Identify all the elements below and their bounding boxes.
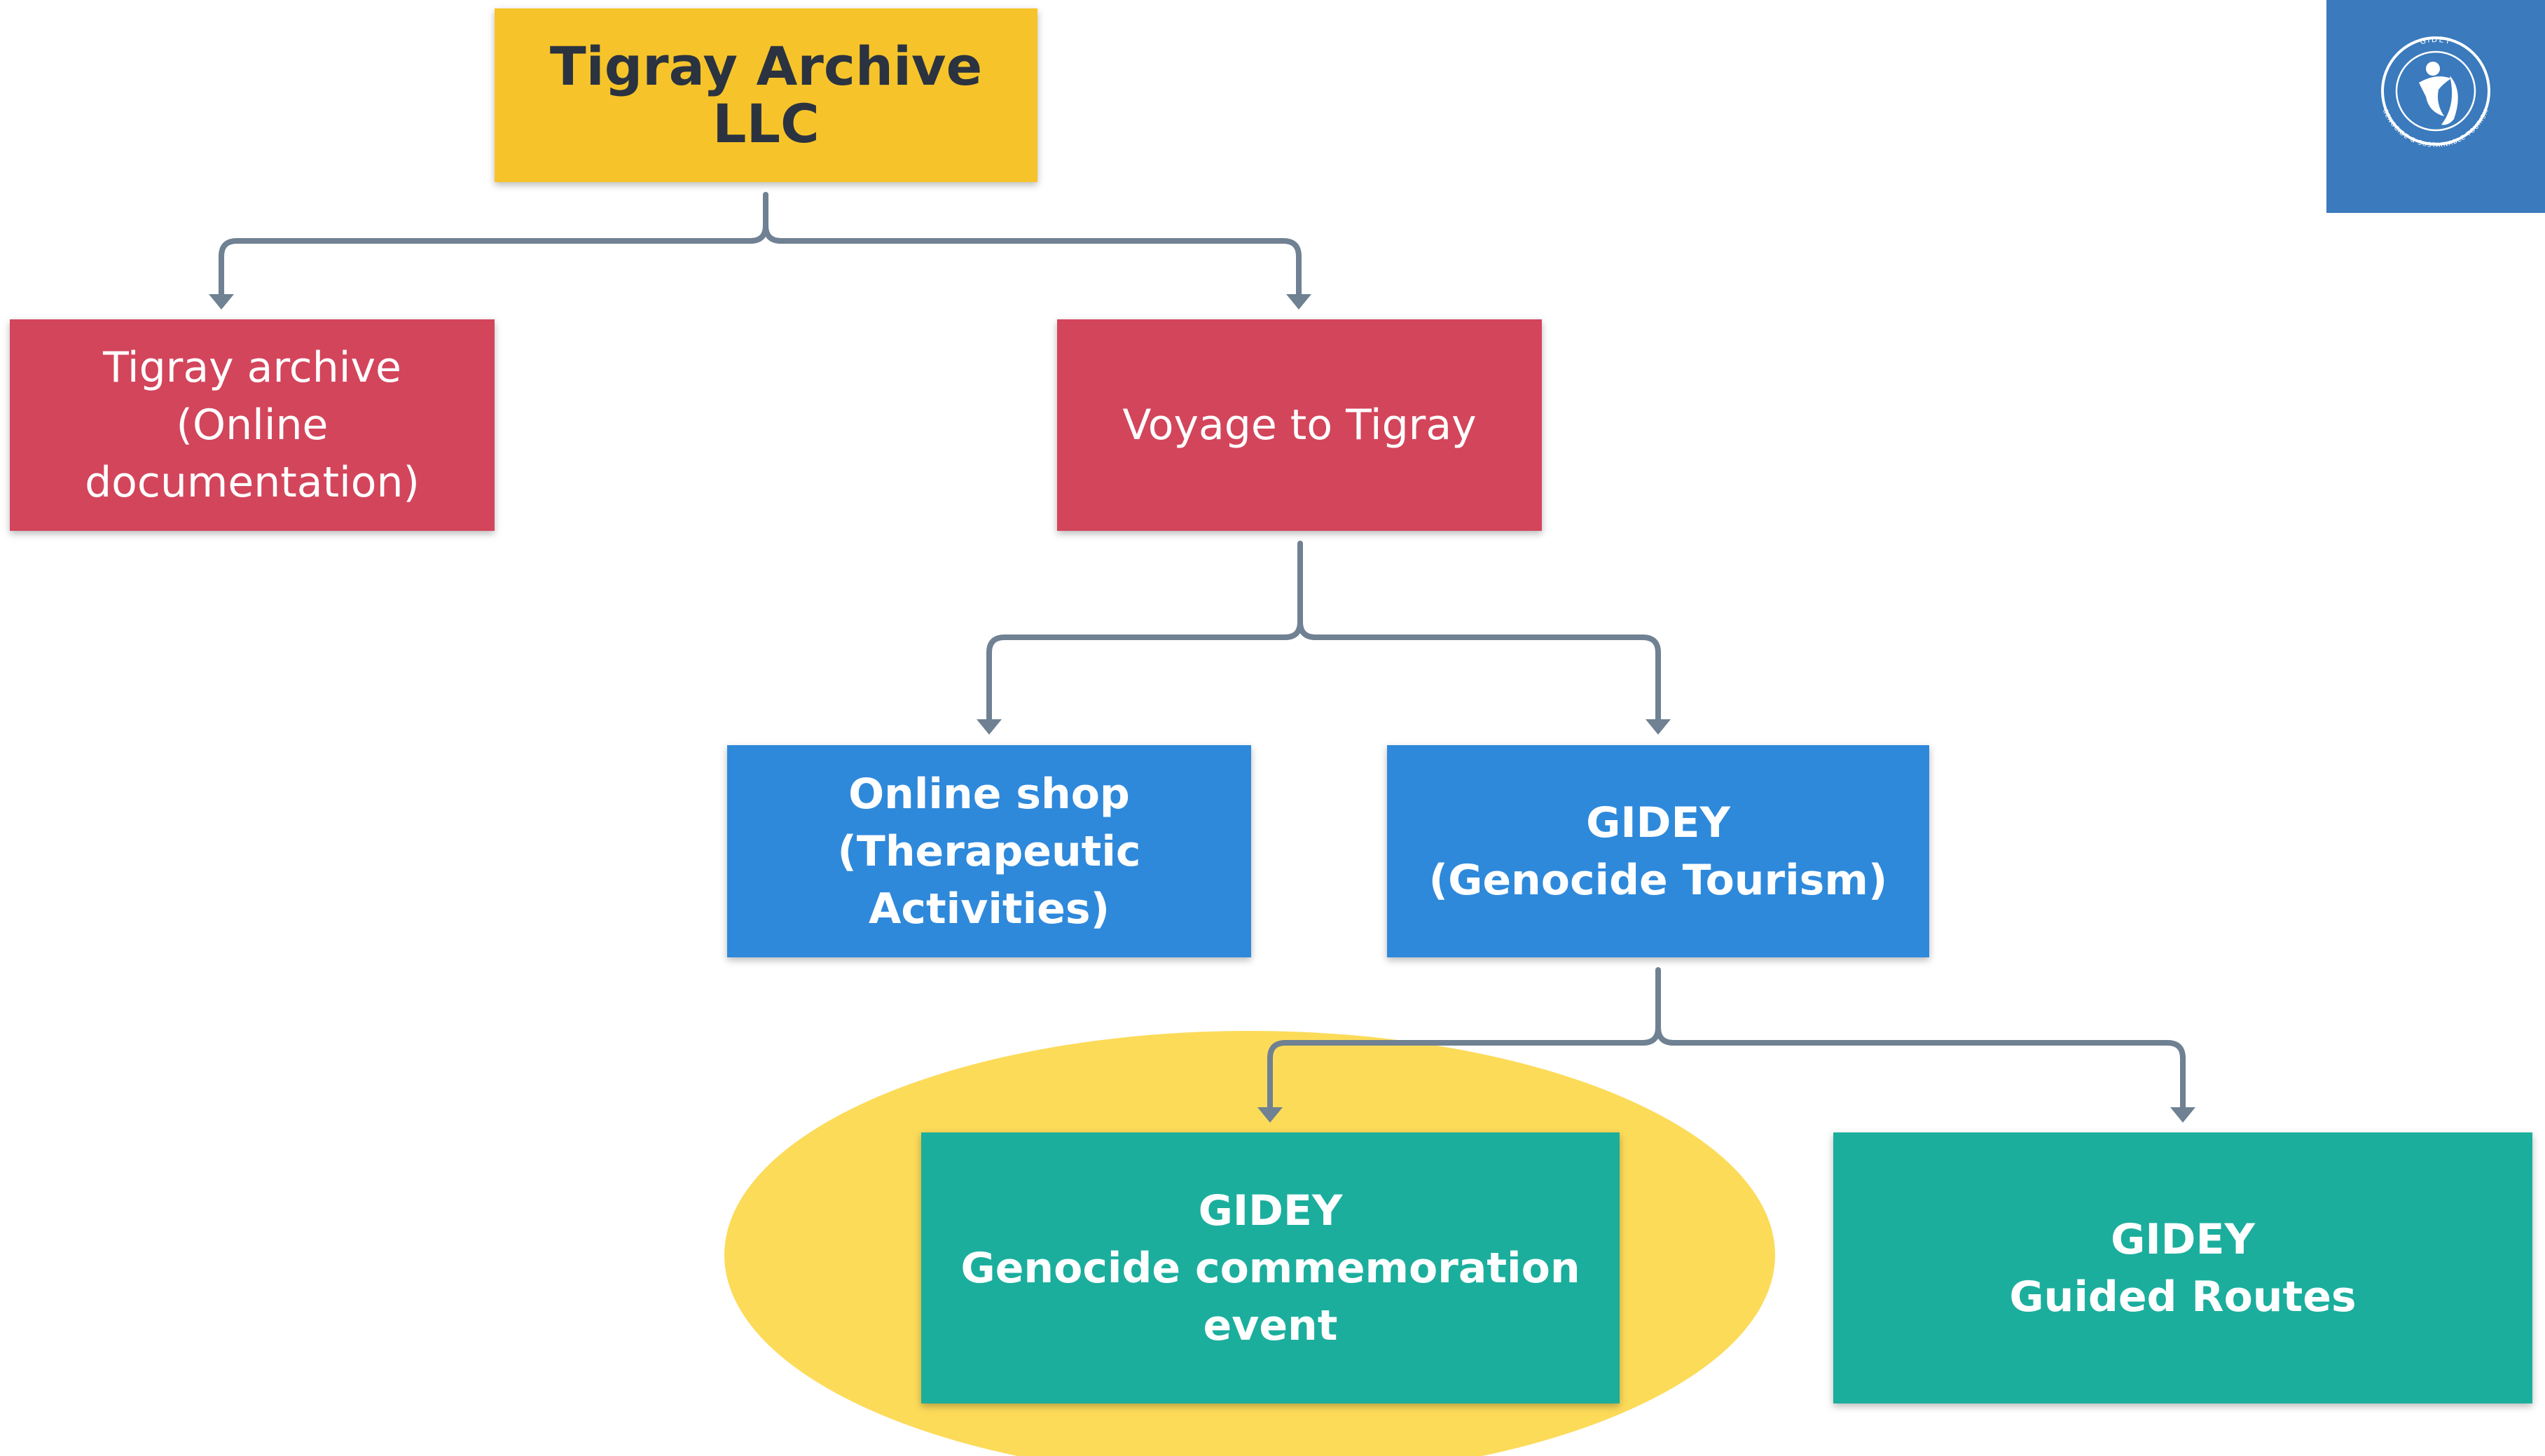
node-root-label: Tigray Archive LLC [549,35,983,155]
node-voyage-to-tigray-label: Voyage to Tigray [1122,401,1477,450]
node-tigray-archive: Tigray archive (Online documentation) [10,319,495,531]
connector-voyage-shop [986,541,1303,726]
arrowhead-archive [209,294,234,310]
node-gidey-guided-routes-line2: Guided Routes [2009,1272,2357,1322]
arrowhead-event [1257,1107,1283,1123]
node-gidey-guided-routes: GIDEY Guided Routes [1833,1132,2532,1403]
node-gidey-genocide-tourism-line1: GIDEY [1586,798,1730,847]
node-gidey-commemoration-event: GIDEY Genocide commemoration event [921,1132,1620,1403]
connector-voyage-gidey [1297,619,1661,726]
node-gidey-commemoration-event-line1: GIDEY [1198,1186,1343,1235]
connector-root-voyage [763,223,1302,300]
node-gidey-genocide-tourism: GIDEY (Genocide Tourism) [1387,745,1929,957]
arrowhead-shop [977,719,1002,735]
node-online-shop-line2: (Therapeutic Activities) [837,826,1141,934]
node-online-shop: Online shop (Therapeutic Activities) [727,745,1251,957]
node-tigray-archive-line1: Tigray archive [103,343,401,392]
connector-gidey-routes [1655,1025,2186,1114]
node-gidey-genocide-tourism-line2: (Genocide Tourism) [1428,855,1888,905]
arrowhead-gidey [1646,719,1671,735]
node-gidey-commemoration-event-line2: Genocide commemoration event [960,1243,1580,1350]
gidey-logo-icon: GIDEY GENOCIDE & SUSTAINABLE TOURISM [2326,0,2545,213]
connector-gidey-event [1267,967,1661,1114]
gidey-logo-panel: GIDEY GENOCIDE & SUSTAINABLE TOURISM [2326,0,2545,213]
node-voyage-to-tigray: Voyage to Tigray [1057,319,1542,531]
node-online-shop-line1: Online shop [848,769,1130,819]
node-gidey-guided-routes-line1: GIDEY [2111,1214,2255,1264]
node-tigray-archive-line2: (Online documentation) [85,401,420,507]
node-root: Tigray Archive LLC [495,8,1037,182]
connector-root-archive [219,192,768,300]
arrowhead-voyage [1286,294,1311,310]
arrowhead-routes [2170,1107,2195,1123]
